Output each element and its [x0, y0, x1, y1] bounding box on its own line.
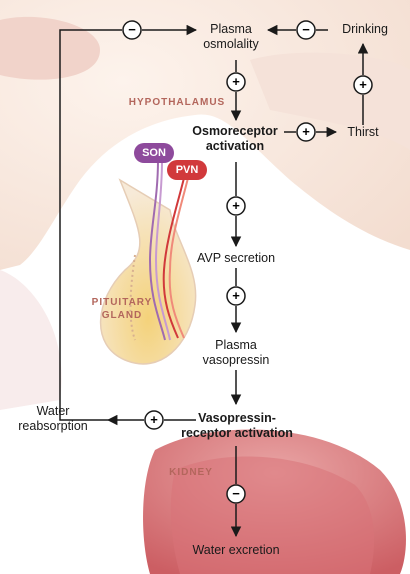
portal-dots	[129, 254, 136, 341]
svg-text:−: −	[232, 486, 240, 501]
node-thirst: Thirst	[347, 125, 379, 139]
node-vasopressin-receptor-activation: Vasopressin- receptor activation	[181, 411, 293, 440]
plus-sign-reabsorption: +	[144, 410, 164, 430]
son-axon-2	[154, 159, 171, 341]
svg-text:+: +	[232, 198, 240, 213]
pvn-axon	[162, 177, 185, 339]
node-avp-secretion: AVP secretion	[196, 251, 276, 265]
neck-tissue	[0, 270, 62, 410]
svg-text:+: +	[359, 77, 367, 92]
loop-line	[59, 29, 122, 421]
node-osmoreceptor-activation: Osmoreceptor activation	[192, 124, 278, 153]
son-axon	[148, 159, 166, 341]
pvn-pill: PVN	[167, 160, 207, 180]
node-water-reabsorption: Water reabsorption	[18, 404, 88, 433]
svg-text:+: +	[232, 288, 240, 303]
minus-sign-loop: −	[122, 20, 142, 40]
brain-fold-upper	[0, 16, 100, 80]
node-plasma-vasopressin: Plasma vasopressin	[202, 338, 270, 367]
region-hypothalamus: HYPOTHALAMUS	[128, 97, 226, 108]
minus-sign-excretion: −	[226, 484, 246, 504]
node-drinking: Drinking	[342, 22, 388, 36]
minus-sign-drinking: −	[296, 20, 316, 40]
plus-sign-osmoreceptor: +	[226, 72, 246, 92]
region-pituitary: PITUITARY GLAND	[91, 297, 153, 321]
svg-text:+: +	[150, 412, 158, 427]
pvn-axon-2	[168, 177, 189, 339]
region-kidney: KIDNEY	[169, 467, 213, 478]
plus-sign-vasopressin: +	[226, 286, 246, 306]
kidney-inner	[170, 456, 375, 574]
node-plasma-osmolality: Plasma osmolality	[203, 22, 259, 51]
svg-text:−: −	[128, 22, 136, 37]
plus-sign-to-thirst: +	[296, 122, 316, 142]
node-water-excretion: Water excretion	[192, 543, 280, 557]
svg-text:−: −	[302, 22, 310, 37]
plus-sign-avp: +	[226, 196, 246, 216]
brain-fold-right	[250, 52, 410, 150]
svg-text:+: +	[232, 74, 240, 89]
son-pill: SON	[134, 143, 174, 163]
plus-sign-thirst: +	[353, 75, 373, 95]
svg-text:+: +	[302, 124, 310, 139]
